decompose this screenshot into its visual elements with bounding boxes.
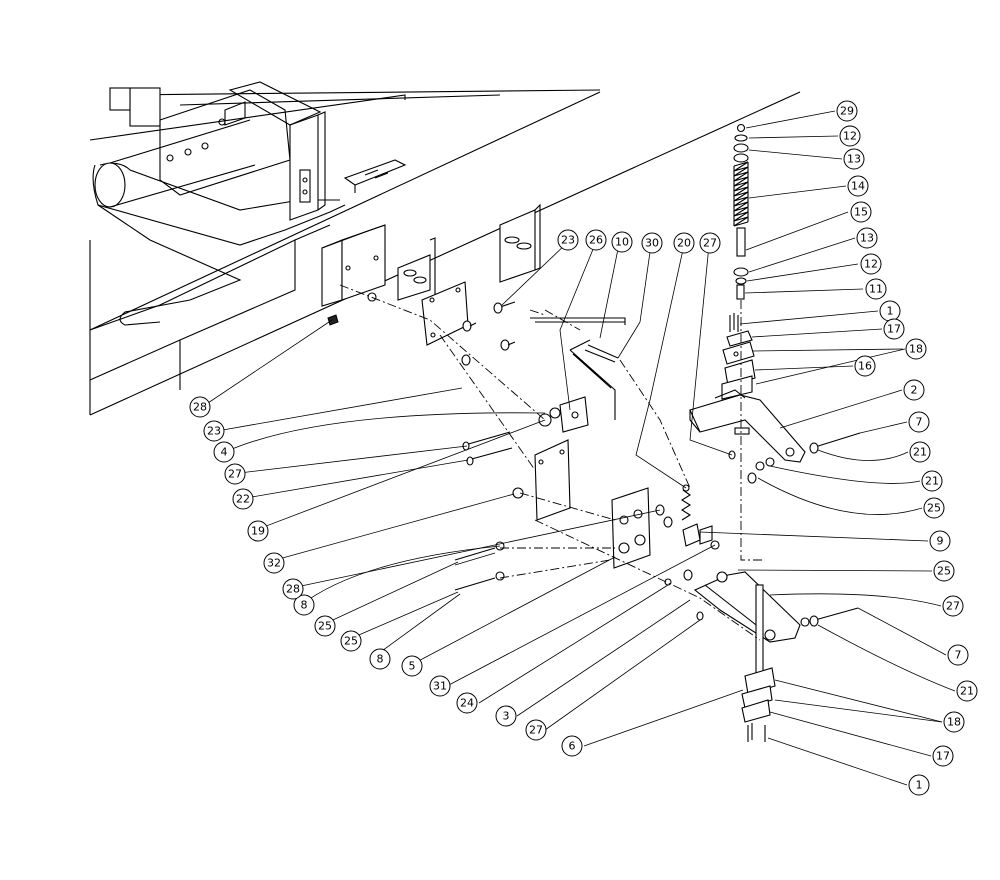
callout-23b: 23 (561, 234, 575, 247)
callout-balloons: 29 12 13 14 15 13 12 11 1 17 18 16 2 7 2… (189, 100, 978, 796)
arm-assembly-lower (693, 571, 859, 742)
callout-17: 17 (887, 323, 901, 336)
callout-20: 20 (677, 237, 691, 250)
callout-21b: 21 (925, 475, 939, 488)
callout-6: 6 (569, 740, 576, 753)
callout-17b: 17 (936, 750, 950, 763)
callout-5: 5 (409, 660, 416, 673)
rod-and-spring (530, 317, 713, 547)
callout-1: 1 (887, 305, 894, 318)
callout-18b: 18 (947, 716, 961, 729)
callout-16: 16 (858, 360, 872, 373)
callout-27: 27 (946, 600, 960, 613)
callout-25: 25 (927, 502, 941, 515)
callout-22: 22 (236, 493, 250, 506)
callout-15: 15 (854, 206, 868, 219)
callout-25b: 25 (937, 565, 951, 578)
arm-assembly-upper (689, 389, 861, 484)
callout-2: 2 (911, 384, 918, 397)
callout-27c: 27 (228, 468, 242, 481)
alignment-lines (339, 284, 762, 641)
mounting-brackets (321, 203, 651, 569)
callout-25c: 25 (344, 635, 358, 648)
callout-27d: 27 (703, 237, 717, 250)
callout-8: 8 (377, 653, 384, 666)
callout-21: 21 (913, 446, 927, 459)
spring-stack (721, 123, 756, 400)
callout-12: 12 (843, 130, 857, 143)
callout-4: 4 (221, 446, 228, 459)
fasteners (327, 292, 720, 621)
callout-28: 28 (286, 583, 300, 596)
callout-28b: 28 (193, 401, 207, 414)
leader-lines (201, 110, 956, 786)
callout-26: 26 (589, 234, 603, 247)
callout-8b: 8 (301, 599, 308, 612)
callout-25d: 25 (318, 620, 332, 633)
callout-19: 19 (251, 525, 265, 538)
callout-29: 29 (840, 105, 854, 118)
callout-32: 32 (267, 557, 281, 570)
callout-23: 23 (207, 425, 221, 438)
callout-13: 13 (847, 153, 861, 166)
callout-31: 31 (433, 680, 447, 693)
callout-11: 11 (869, 283, 883, 296)
callout-21c: 21 (960, 685, 974, 698)
callout-3: 3 (503, 710, 510, 723)
callout-18: 18 (909, 343, 923, 356)
callout-10: 10 (615, 236, 629, 249)
callout-1b: 1 (916, 779, 923, 792)
callout-24: 24 (460, 697, 474, 710)
callout-30: 30 (645, 237, 659, 250)
callout-7: 7 (916, 416, 923, 429)
callout-13b: 13 (860, 232, 874, 245)
callout-14: 14 (851, 180, 865, 193)
callout-9: 9 (937, 535, 944, 548)
callout-27b: 27 (529, 724, 543, 737)
callout-7b: 7 (955, 649, 962, 662)
tractor-frame (89, 81, 801, 416)
callout-12b: 12 (864, 258, 878, 271)
